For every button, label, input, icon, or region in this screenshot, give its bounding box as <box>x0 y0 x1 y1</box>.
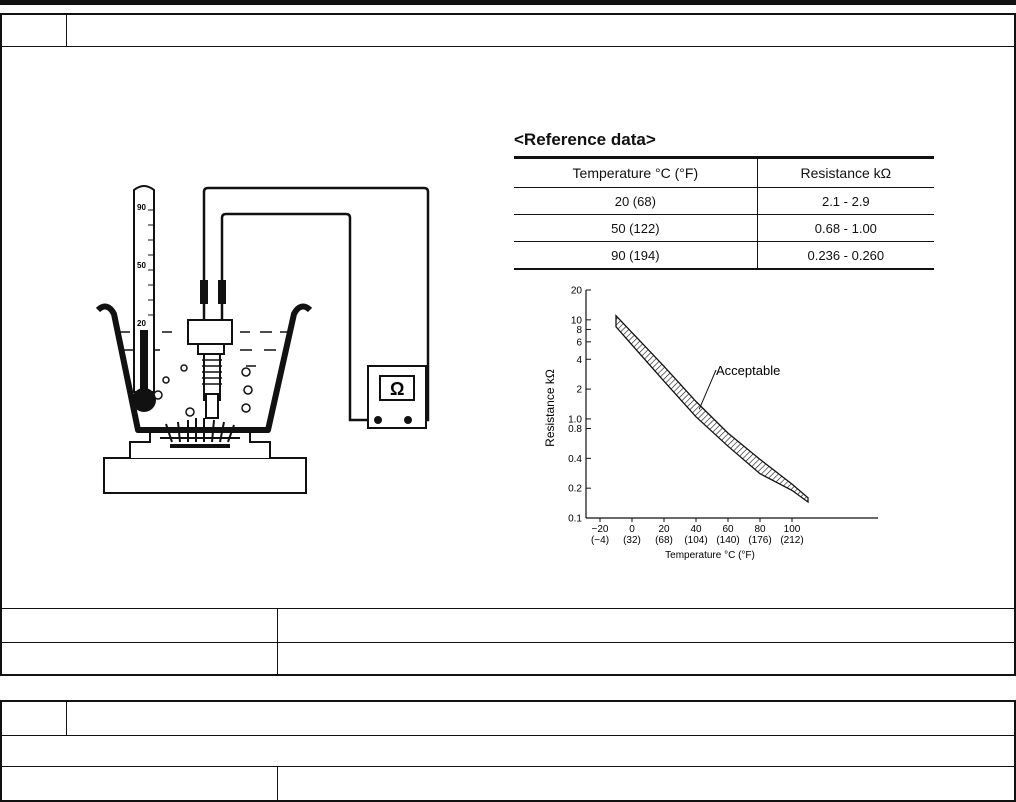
temperature-cell: 20 (68) <box>514 187 758 215</box>
y-tick-label: 10 <box>571 315 583 326</box>
thermometer-mark-90: 90 <box>137 203 146 212</box>
x-tick-label: 60 <box>722 524 734 535</box>
reference-table: Temperature °C (°F) Resistance kΩ 20 (68… <box>514 156 934 270</box>
y-tick-label: 6 <box>576 337 582 348</box>
thermometer-mark-20: 20 <box>137 319 146 328</box>
lower-step-cell-divider <box>66 702 67 735</box>
lower-header-divider <box>2 735 1014 736</box>
lower-row-divider <box>2 766 1014 767</box>
y-tick-label: 0.1 <box>568 514 582 525</box>
y-tick-label: 0.8 <box>568 424 582 435</box>
lower-frame <box>0 700 1016 802</box>
y-tick-label: 4 <box>576 355 582 366</box>
x-tick-label-f: (140) <box>716 535 739 546</box>
table-row: 20 (68) 2.1 - 2.9 <box>514 187 934 215</box>
temperature-cell: 50 (122) <box>514 214 758 242</box>
header-row-divider <box>2 46 1014 47</box>
annotation-leader <box>698 369 717 410</box>
ohm-icon: Ω <box>390 379 404 399</box>
sensor-test-illustration: 90 50 20 Ω <box>95 185 430 494</box>
acceptable-band <box>615 314 809 504</box>
x-tick-label: 100 <box>784 524 801 535</box>
x-tick-label: −20 <box>592 524 609 535</box>
x-tick-label: 40 <box>690 524 702 535</box>
thermometer <box>132 185 156 412</box>
y-tick-label: 20 <box>571 286 583 297</box>
x-tick-label-f: (−4) <box>591 535 609 546</box>
y-tick-label: 0.2 <box>568 484 582 495</box>
y-tick-label: 1.0 <box>568 414 582 425</box>
results-row-divider-2 <box>2 642 1014 643</box>
results-column-divider <box>277 608 278 674</box>
table-row: 90 (194) 0.236 - 0.260 <box>514 241 934 270</box>
hot-plate-base <box>103 457 307 494</box>
x-axis-label: Temperature °C (°F) <box>665 550 755 561</box>
x-tick-label-f: (176) <box>748 535 771 546</box>
temperature-cell: 90 (194) <box>514 241 758 270</box>
x-tick-label-f: (212) <box>780 535 803 546</box>
thermometer-mark-50: 50 <box>137 261 146 270</box>
ohmmeter <box>367 365 427 429</box>
resistance-temperature-chart: 201086421.00.80.40.20.1−20(−4)0(32)20(68… <box>543 286 878 561</box>
top-rule <box>0 0 1016 5</box>
upper-frame <box>0 13 1016 676</box>
temperature-sensor <box>187 319 233 419</box>
results-row-divider-1 <box>2 608 1014 609</box>
x-tick-label: 80 <box>754 524 766 535</box>
x-tick-label-f: (32) <box>623 535 641 546</box>
column-header-temperature: Temperature °C (°F) <box>514 156 758 188</box>
y-axis-label: Resistance kΩ <box>543 369 557 447</box>
resistance-cell: 0.236 - 0.260 <box>756 241 934 270</box>
lower-column-divider <box>277 766 278 800</box>
x-tick-label-f: (104) <box>684 535 707 546</box>
header-step-cell-divider <box>66 15 67 46</box>
resistance-cell: 2.1 - 2.9 <box>756 187 934 215</box>
resistance-cell: 0.68 - 1.00 <box>756 214 934 242</box>
y-tick-label: 2 <box>576 385 582 396</box>
acceptable-annotation: Acceptable <box>716 363 780 378</box>
reference-data-title: <Reference data> <box>514 130 656 149</box>
water-pot <box>95 303 313 433</box>
x-tick-label: 20 <box>658 524 670 535</box>
x-tick-label: 0 <box>629 524 635 535</box>
y-tick-label: 8 <box>576 325 582 336</box>
y-tick-label: 0.4 <box>568 454 582 465</box>
table-row: 50 (122) 0.68 - 1.00 <box>514 214 934 242</box>
column-header-resistance: Resistance kΩ <box>756 156 934 188</box>
x-tick-label-f: (68) <box>655 535 673 546</box>
